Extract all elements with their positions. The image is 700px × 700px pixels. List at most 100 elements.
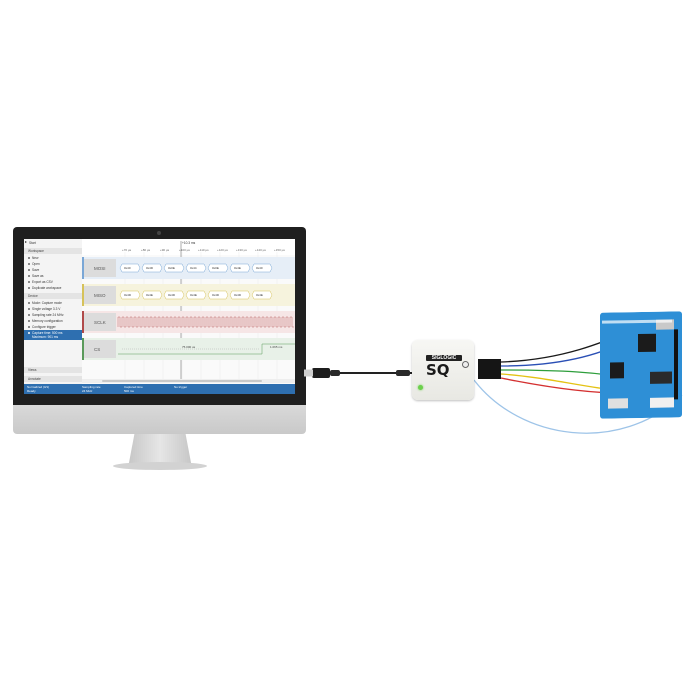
decoded-byte-box <box>229 263 251 273</box>
decoded-byte-box <box>141 263 163 273</box>
decoded-byte: 0x4D <box>234 293 242 297</box>
sidebar-item-label: Sampling rate 24 MHz <box>32 313 64 317</box>
waveform-view[interactable]: +70 µs+80 µs+90 µs+100 µs+110 µs+120 µs+… <box>82 239 295 384</box>
sidebar-item-label: Start <box>29 241 36 245</box>
decoded-byte: 0x0E <box>212 266 219 270</box>
decoded-byte: 0x4D <box>124 293 132 297</box>
sidebar-item-capture-time[interactable]: Capture time: 500 ms Maximum: 901 ms <box>24 330 82 340</box>
clock-icon <box>28 332 30 334</box>
sidebar-item-label: Configure trigger <box>32 325 56 329</box>
sidebar-item-save-as[interactable]: Save as <box>24 273 82 279</box>
sidebar-item-sampling[interactable]: Sampling rate 24 MHz <box>24 312 82 318</box>
ruler-tick-label: +90 µs <box>160 248 170 252</box>
sidebar-item-export[interactable]: Export as CSV <box>24 279 82 285</box>
trigger-port-icon <box>462 361 469 368</box>
section-annotate[interactable]: Annotate <box>24 376 82 382</box>
channel-name: MOSI <box>94 266 106 271</box>
export-icon <box>28 281 30 283</box>
pin-header <box>674 329 678 399</box>
sidebar-item-label: Export as CSV <box>32 280 53 284</box>
button <box>608 398 628 408</box>
decoded-byte-box <box>207 263 229 273</box>
section-label: Views <box>28 368 37 372</box>
sidebar-item-duplicate[interactable]: Duplicate workspace <box>24 285 82 291</box>
decoded-byte: 0x4E <box>256 293 263 297</box>
status-col4-head: No trigger <box>174 385 188 389</box>
measure-label: 75.000 us <box>182 345 196 349</box>
usb-strain-relief <box>330 370 340 376</box>
sidebar-item-save[interactable]: Save <box>24 267 82 273</box>
sidebar-item-voltage[interactable]: Single voltage 3.3 V <box>24 306 82 312</box>
section-label: Workspace <box>28 249 44 253</box>
sidebar-item-label: New <box>32 256 39 260</box>
section-label: Annotate <box>28 377 41 381</box>
usb-micro-plug <box>396 370 410 376</box>
status-col2-head: Sampling rate <box>82 385 101 389</box>
decoded-byte-box <box>185 290 207 300</box>
decoded-byte-box <box>251 263 273 273</box>
sidebar-item-start[interactable]: Start <box>24 240 82 246</box>
cursor-label: +10.3 ms <box>182 241 196 245</box>
brand-logo: SIGLOGIC <box>426 355 462 361</box>
section-workspace[interactable]: Workspace <box>24 248 82 254</box>
model-label: SQ <box>426 361 450 379</box>
sidebar-item-mode[interactable]: Mode: Capture mode <box>24 300 82 306</box>
status-col3-head: Captured time <box>124 385 143 389</box>
play-icon <box>25 241 27 243</box>
sidebar-item-label: Open <box>32 262 40 266</box>
sidebar-item-subtext: Maximum: 901 ms <box>32 335 59 339</box>
new-icon <box>28 257 30 259</box>
decoded-byte: 0x4E <box>146 293 153 297</box>
decoded-byte: 0x40 <box>124 266 131 270</box>
sidebar-item-new[interactable]: New <box>24 255 82 261</box>
horizontal-scrollbar <box>82 379 295 383</box>
decoded-byte-box <box>229 290 251 300</box>
section-device[interactable]: Device <box>24 293 82 299</box>
sidebar-item-open[interactable]: Open <box>24 261 82 267</box>
probe-header <box>478 359 501 379</box>
decoded-byte-box <box>141 290 163 300</box>
channel-label-box <box>84 259 116 277</box>
sidebar-item-memory[interactable]: Memory configuration <box>24 318 82 324</box>
usb-connector-icon <box>304 369 313 377</box>
decoded-byte: 0x4D <box>212 293 220 297</box>
dev-board <box>600 311 682 418</box>
decoded-byte-box <box>207 290 229 300</box>
save-as-icon <box>28 275 30 277</box>
sidebar-item-label: Memory configuration <box>32 319 63 323</box>
sidebar-item-label: Save <box>32 268 40 272</box>
save-icon <box>28 269 30 271</box>
channel-color-bar <box>82 311 84 333</box>
brand-label: SIGLOGIC <box>431 355 457 361</box>
channel-row-bg <box>82 311 295 333</box>
ruler-bg <box>82 239 295 255</box>
decoded-byte: 0x4D <box>146 266 154 270</box>
channel-color-bar <box>82 284 84 306</box>
sidebar-item-trigger[interactable]: Configure trigger <box>24 324 82 330</box>
channel-label-box <box>84 286 116 304</box>
monitor-chin <box>13 405 306 434</box>
ruler-tick-label: +150 µs <box>274 248 285 252</box>
cs-waveform <box>118 343 295 355</box>
ruler-tick-label: +100 µs <box>179 248 190 252</box>
section-views[interactable]: Views <box>24 367 82 373</box>
webcam-icon <box>157 231 161 235</box>
ruler-tick-label: +80 µs <box>141 248 151 252</box>
channel-label-box <box>84 313 116 331</box>
decoded-byte-box <box>163 263 185 273</box>
channel-name: MISO <box>94 293 106 298</box>
channel-name: CS <box>94 347 100 352</box>
decoded-byte-box <box>119 263 141 273</box>
decoded-byte: 0x40 <box>256 266 263 270</box>
status-col3-value: 500 ms <box>124 389 134 393</box>
decoded-byte: 0x4E <box>234 266 241 270</box>
status-col2-value: 24 MHz <box>82 389 93 393</box>
decoded-byte-box <box>119 290 141 300</box>
ruler-tick-label: +130 µs <box>236 248 247 252</box>
sidebar: Start Workspace New Open Save Save as Ex… <box>24 239 83 384</box>
chip <box>650 371 672 383</box>
chip <box>610 362 624 378</box>
duplicate-icon <box>28 287 30 289</box>
